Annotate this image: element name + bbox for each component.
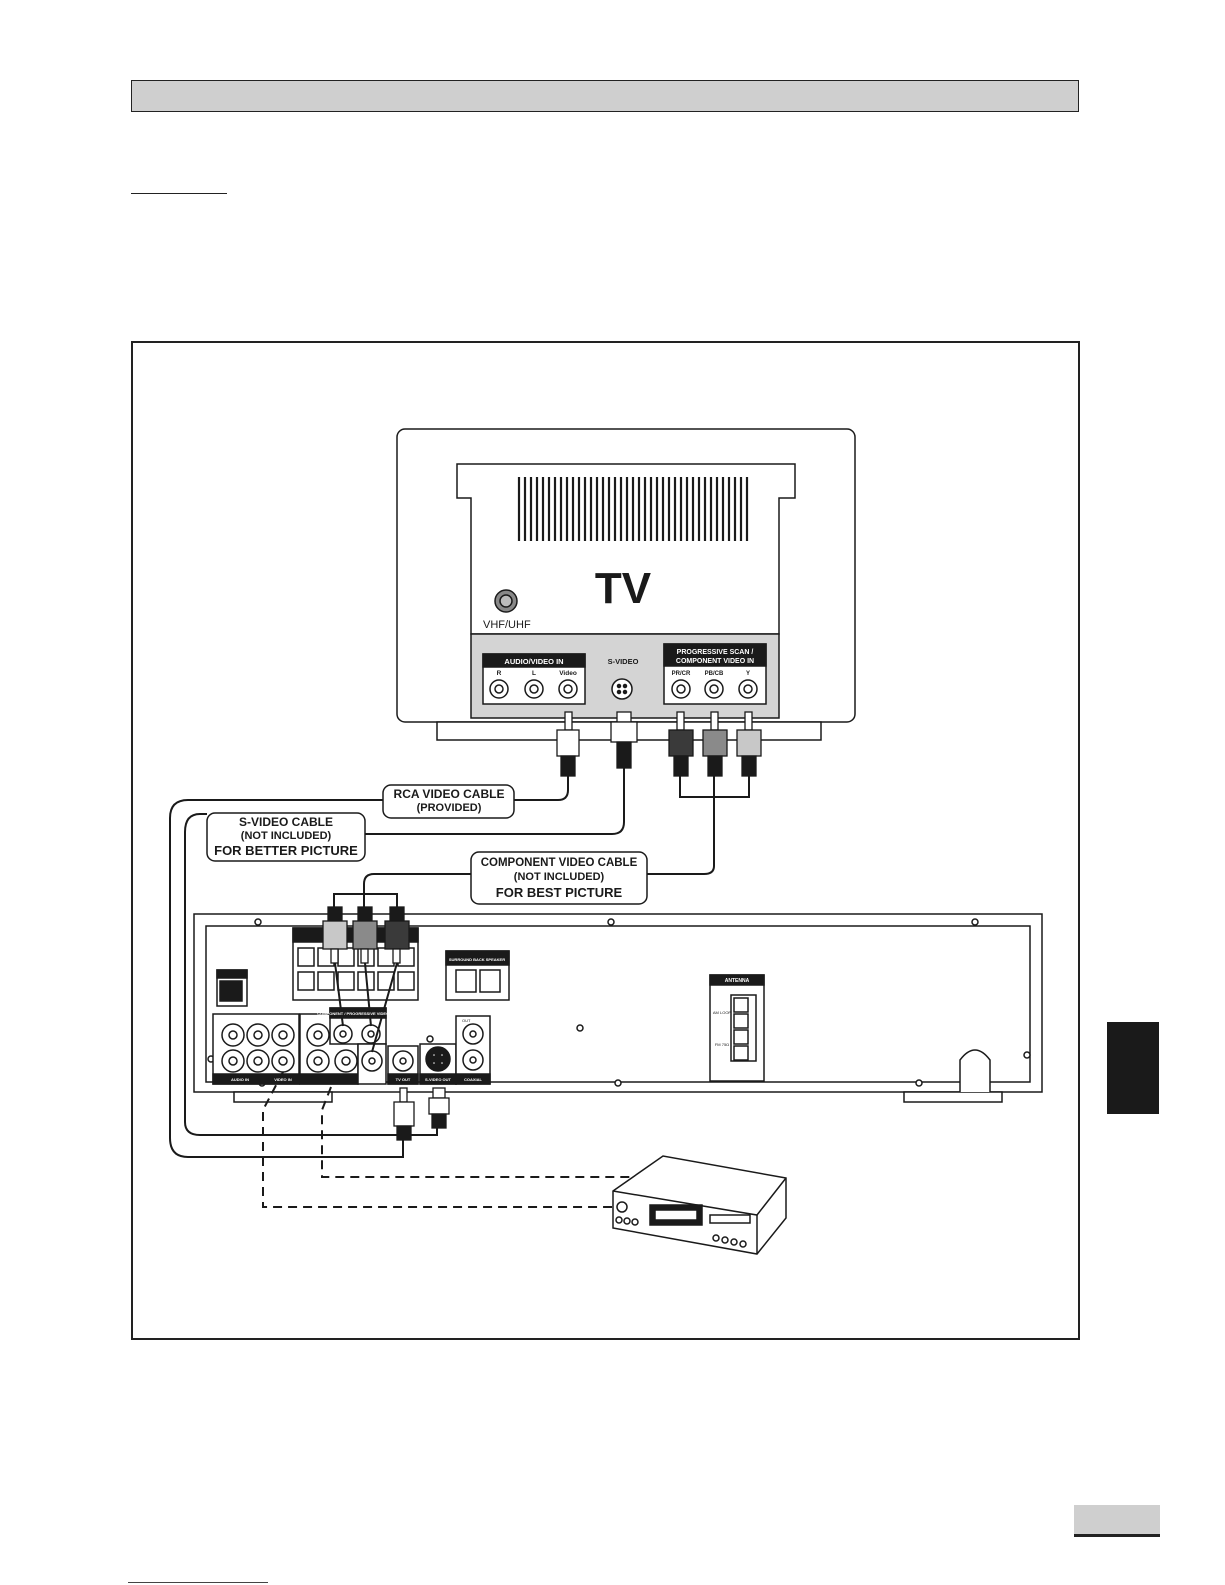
component-out-label: COMPONENT / PROGRESSIVE VIDEO OUT xyxy=(317,1011,399,1016)
video-in-label: VIDEO IN xyxy=(274,1077,292,1082)
receiver-lower-plugs xyxy=(393,1087,450,1141)
coaxial-label: COAXIAL xyxy=(464,1077,483,1082)
component-label-1: PROGRESSIVE SCAN / xyxy=(677,649,754,656)
svideo-cable-line1: S-VIDEO CABLE xyxy=(239,815,333,829)
plug-pr xyxy=(668,729,694,757)
tv-vent-grille xyxy=(517,477,749,541)
tv-title: TV xyxy=(595,564,652,613)
coaxial-out-label: OUT xyxy=(462,1018,471,1023)
section-header-bar xyxy=(131,80,1079,112)
tv-out-label: TV OUT xyxy=(396,1077,411,1082)
svideo-cable xyxy=(365,768,625,835)
av-jack-l: L xyxy=(532,670,536,677)
component-cable-label-box xyxy=(470,851,648,905)
receiver-unit xyxy=(193,913,1043,1103)
power-cord xyxy=(959,1049,991,1092)
footer-underline xyxy=(128,1582,268,1583)
rca-cable-line2: (PROVIDED) xyxy=(417,802,482,814)
svideo-cable-label-box xyxy=(206,812,366,862)
tv-plugs xyxy=(556,711,762,777)
side-tab xyxy=(1107,1022,1159,1114)
audio-in-label: AUDIO IN xyxy=(231,1077,249,1082)
page-number-tab xyxy=(1074,1505,1160,1537)
subheading-underline xyxy=(131,193,227,194)
vhf-label: VHF/UHF xyxy=(483,619,531,631)
cable-label-boxes xyxy=(206,784,648,905)
diagram-frame xyxy=(131,341,1080,1340)
svideo-out-label: S-VIDEO OUT xyxy=(425,1077,452,1082)
comp-jack-y: Y xyxy=(746,671,750,677)
comp-jack-pb: PB/CB xyxy=(705,671,724,677)
svideo-plug-body xyxy=(610,721,638,743)
surround-back-label: SURROUND BACK SPEAKER xyxy=(449,957,505,962)
vcr-unit xyxy=(612,1155,787,1255)
comp-jack-pr: PR/CR xyxy=(672,671,691,677)
svideo-cable-line3: FOR BETTER PICTURE xyxy=(214,843,358,858)
svideo-cable-line2: (NOT INCLUDED) xyxy=(241,830,332,842)
component-cable-line2: (NOT INCLUDED) xyxy=(514,871,605,883)
plug-pb xyxy=(702,729,728,757)
rca-cable-line1: RCA VIDEO CABLE xyxy=(394,787,505,801)
svideo-label: S-VIDEO xyxy=(608,657,639,666)
av-jack-r: R xyxy=(497,670,502,677)
rca-cable xyxy=(512,776,569,801)
rca-plug-body xyxy=(556,729,580,757)
plug-y xyxy=(736,729,762,757)
vcr-dashed-cables xyxy=(262,1071,635,1208)
cable-lines xyxy=(169,768,750,1158)
component-cable-line1: COMPONENT VIDEO CABLE xyxy=(481,857,638,869)
av-in-label: AUDIO/VIDEO IN xyxy=(504,657,563,666)
av-jack-video: Video xyxy=(559,670,577,677)
am-loop-label: AM LOOP xyxy=(713,1010,732,1015)
component-cable-line3: FOR BEST PICTURE xyxy=(496,885,623,900)
component-label-2: COMPONENT VIDEO IN xyxy=(676,658,754,665)
fm-75-label: FM 75Ω xyxy=(715,1042,729,1047)
antenna-label: ANTENNA xyxy=(725,978,750,984)
rca-plug-tip xyxy=(564,711,573,731)
tv-unit xyxy=(396,428,856,741)
tv-svideo-jack xyxy=(611,678,633,700)
receiver-component-plugs xyxy=(322,906,410,1053)
rca-cable-label-box xyxy=(382,784,515,819)
